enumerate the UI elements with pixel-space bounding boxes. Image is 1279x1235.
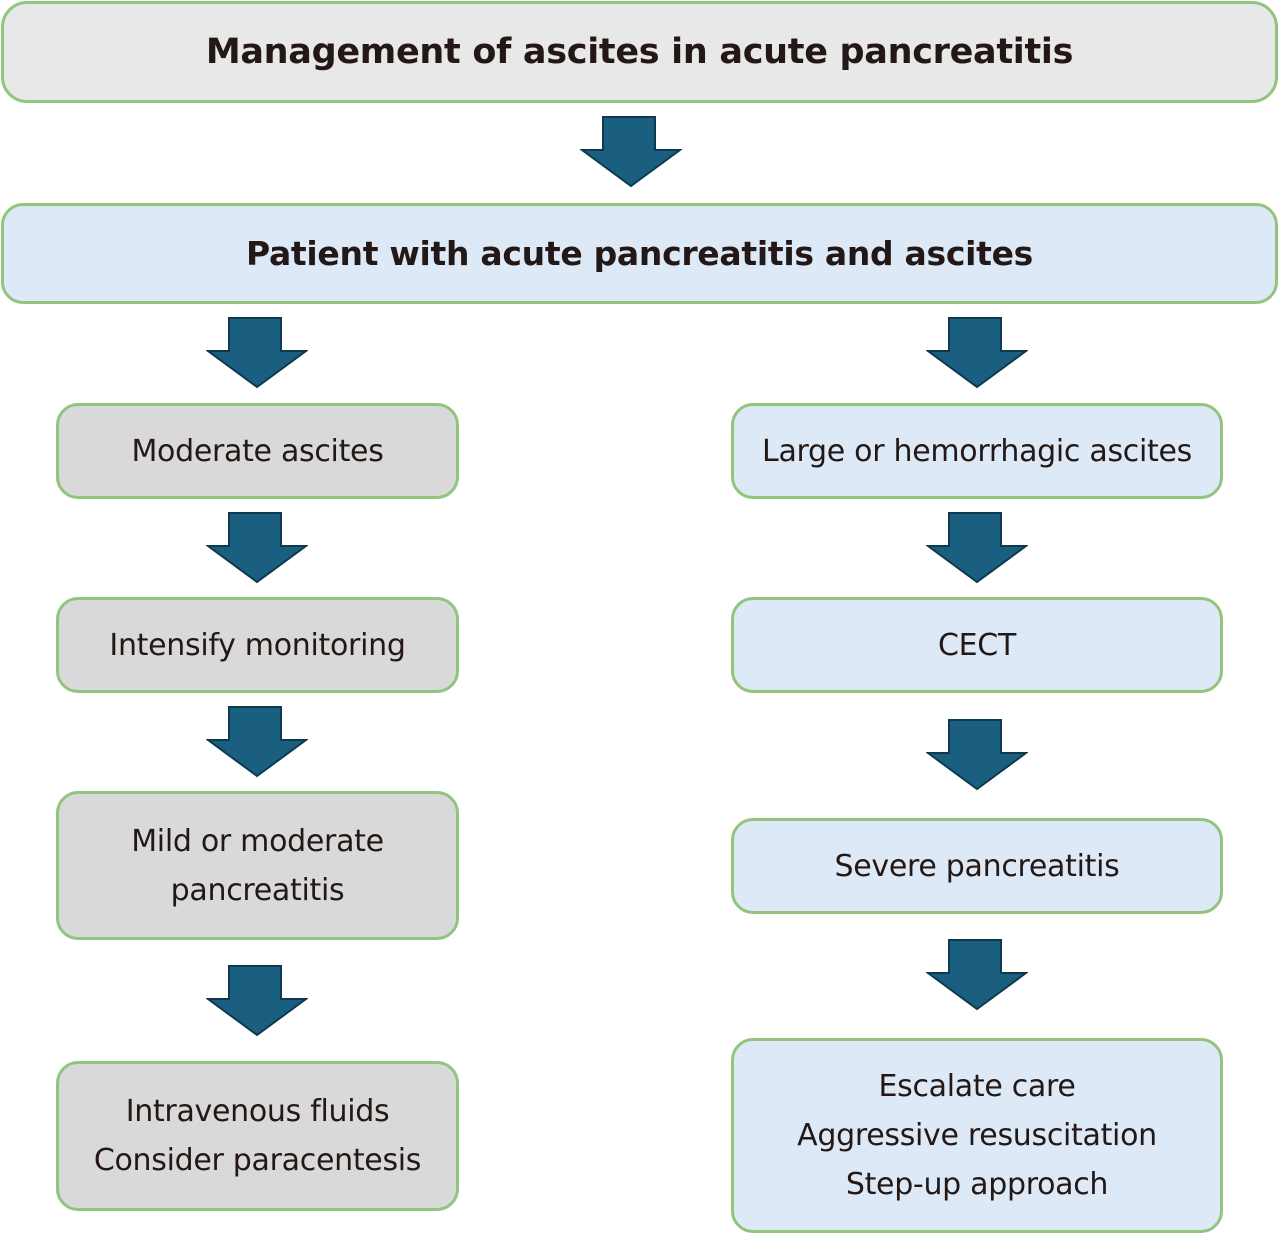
node-label: Consider paracentesis (93, 1143, 422, 1178)
node-escalate-care: Escalate care Aggressive resuscitation S… (731, 1038, 1223, 1233)
root-label: Patient with acute pancreatitis and asci… (245, 234, 1034, 273)
down-arrow-icon (926, 939, 1028, 1011)
node-label: Step-up approach (845, 1167, 1109, 1202)
node-label: pancreatitis (170, 872, 345, 908)
node-label: Moderate ascites (131, 433, 384, 469)
node-label: Intravenous fluids (125, 1094, 390, 1129)
down-arrow-icon (206, 965, 308, 1037)
down-arrow-icon (206, 512, 308, 584)
node-label: Escalate care (878, 1069, 1076, 1104)
node-intensify-monitoring: Intensify monitoring (56, 597, 459, 693)
down-arrow-icon (926, 317, 1028, 389)
diagram-title: Management of ascites in acute pancreati… (205, 32, 1074, 72)
down-arrow-icon (206, 706, 308, 778)
node-iv-fluids: Intravenous fluids Consider paracentesis (56, 1061, 459, 1211)
node-label: Intensify monitoring (109, 627, 406, 663)
node-label: Large or hemorrhagic ascites (762, 433, 1192, 469)
node-severe-pancreatitis: Severe pancreatitis (731, 818, 1223, 914)
node-cect: CECT (731, 597, 1223, 693)
node-moderate-ascites: Moderate ascites (56, 403, 459, 499)
node-label: Mild or moderate (131, 823, 384, 859)
node-mild-moderate-pancreatitis: Mild or moderate pancreatitis (56, 791, 459, 940)
title-box: Management of ascites in acute pancreati… (1, 1, 1278, 103)
down-arrow-icon (206, 317, 308, 389)
node-label: CECT (938, 627, 1016, 663)
root-box: Patient with acute pancreatitis and asci… (1, 203, 1278, 304)
node-large-hemorrhagic-ascites: Large or hemorrhagic ascites (731, 403, 1223, 499)
node-label: Severe pancreatitis (834, 848, 1120, 884)
node-label: Aggressive resuscitation (797, 1118, 1157, 1153)
down-arrow-icon (580, 116, 682, 188)
down-arrow-icon (926, 512, 1028, 584)
down-arrow-icon (926, 719, 1028, 791)
